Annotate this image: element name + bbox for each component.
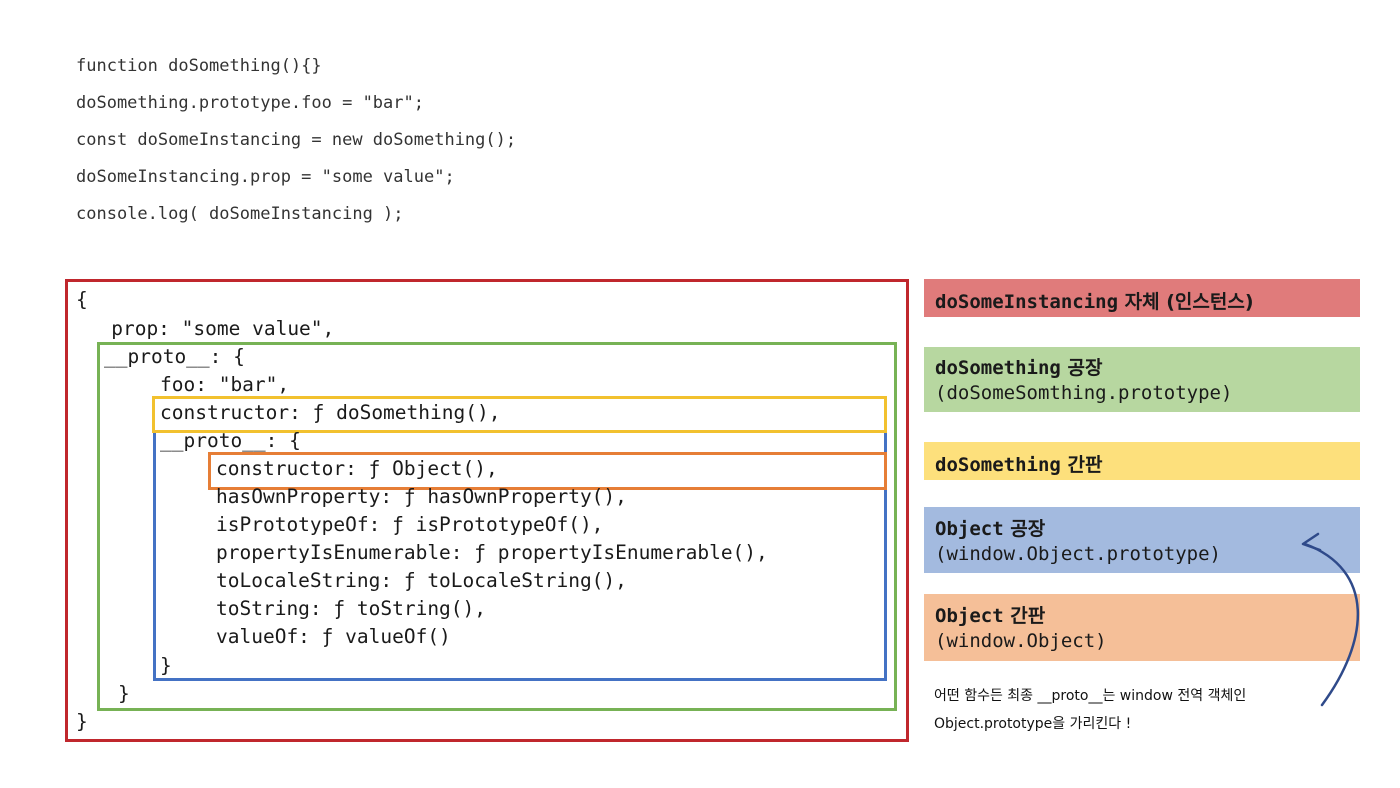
obj-foo-line: foo: "bar", — [160, 373, 290, 396]
code-snippet: function doSomething(){} doSomething.pro… — [76, 56, 516, 241]
legend-object-signboard: Object 간판 (window.Object) — [924, 594, 1360, 661]
legend-signboard: doSomething 간판 — [924, 442, 1360, 480]
legend-object-factory-code: Object — [935, 518, 1004, 540]
legend-object-signboard-sub: (window.Object) — [935, 630, 1107, 652]
obj-constructor-line: constructor: ƒ doSomething(), — [160, 401, 501, 424]
note-line: 어떤 함수든 최종 __proto__는 window 전역 객체인 — [934, 688, 1247, 704]
proto-box — [97, 342, 897, 711]
code-line: doSomething.prototype.foo = "bar"; — [76, 93, 424, 113]
legend-factory: doSomething 공장 (doSomeSomthing.prototype… — [924, 347, 1360, 412]
obj-inner-close-brace: } — [160, 654, 172, 677]
legend-signboard-code: doSomething — [935, 454, 1061, 476]
obj-valueof-line: valueOf: ƒ valueOf() — [216, 625, 451, 648]
constructor-box — [152, 396, 887, 433]
legend-factory-text: 공장 — [1060, 357, 1103, 379]
note-line: Object.prototype을 가리킨다 ! — [934, 716, 1132, 732]
obj-open-brace: { — [76, 288, 88, 311]
curved-arrow-icon — [1301, 532, 1359, 707]
legend-object-factory-sub: (window.Object.prototype) — [935, 543, 1221, 565]
legend-object-factory-text: 공장 — [1003, 518, 1046, 540]
code-line: console.log( doSomeInstancing ); — [76, 204, 404, 224]
object-constructor-box — [208, 452, 887, 490]
legend-object-signboard-text: 간판 — [1003, 605, 1046, 627]
legend-factory-code: doSomething — [935, 357, 1061, 379]
obj-inner-proto-line: __proto__: { — [160, 429, 301, 452]
legend-object-signboard-code: Object — [935, 605, 1004, 627]
obj-object-constructor-line: constructor: ƒ Object(), — [216, 457, 498, 480]
obj-proto-close-brace: } — [118, 682, 130, 705]
code-line: const doSomeInstancing = new doSomething… — [76, 130, 517, 150]
legend-factory-sub: (doSomeSomthing.prototype) — [935, 382, 1233, 404]
obj-hasownproperty-line: hasOwnProperty: ƒ hasOwnProperty(), — [216, 485, 627, 508]
instance-box — [65, 279, 909, 742]
legend-instance-text: 자체 (인스턴스) — [1118, 291, 1254, 313]
legend-instance-code: doSomeInstancing — [935, 291, 1119, 313]
handwritten-note: 어떤 함수든 최종 __proto__는 window 전역 객체인 Objec… — [934, 682, 1246, 738]
obj-propertyisenumerable-line: propertyIsEnumerable: ƒ propertyIsEnumer… — [216, 541, 768, 564]
code-line: doSomeInstancing.prop = "some value"; — [76, 167, 455, 187]
legend-signboard-text: 간판 — [1060, 454, 1103, 476]
obj-isprototypeof-line: isPrototypeOf: ƒ isPrototypeOf(), — [216, 513, 604, 536]
code-line: function doSomething(){} — [76, 56, 322, 76]
obj-close-brace: } — [76, 710, 88, 733]
obj-proto-line: __proto__: { — [104, 345, 245, 368]
obj-tolocalestring-line: toLocaleString: ƒ toLocaleString(), — [216, 569, 627, 592]
obj-tostring-line: toString: ƒ toString(), — [216, 597, 487, 620]
obj-prop-line: prop: "some value", — [76, 317, 335, 340]
legend-instance: doSomeInstancing 자체 (인스턴스) — [924, 279, 1360, 317]
legend-object-factory: Object 공장 (window.Object.prototype) — [924, 507, 1360, 573]
